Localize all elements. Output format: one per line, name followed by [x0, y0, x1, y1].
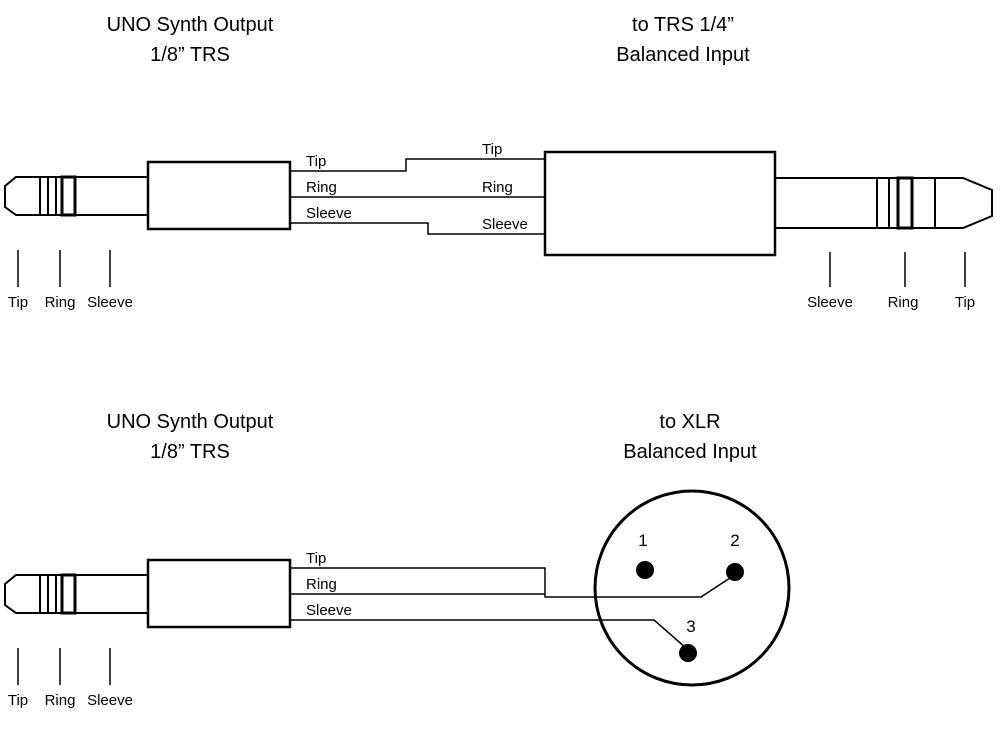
- top-diagram: UNO Synth Output 1/8” TRS to TRS 1/4” Ba…: [4, 14, 993, 311]
- quarter-plug-ring-band: [896, 176, 914, 230]
- sleeve-pin-label: Sleeve: [807, 294, 853, 311]
- top-source-wire-labels: Tip Ring Sleeve: [306, 153, 352, 222]
- top-wires: [290, 158, 545, 235]
- sleeve-pin-label: Sleeve: [87, 692, 133, 709]
- tip-wire: [290, 158, 545, 172]
- bottom-source-title: UNO Synth Output 1/8” TRS: [107, 411, 274, 463]
- bottom-source-title-line2: 1/8” TRS: [150, 441, 230, 463]
- bottom-diagram: UNO Synth Output 1/8” TRS to XLR Balance…: [4, 411, 791, 709]
- bottom-wires: [290, 567, 734, 649]
- mini-plug-insulator-band: [47, 574, 57, 614]
- top-dest-title: to TRS 1/4” Balanced Input: [616, 14, 750, 66]
- xlr-pin1-number: 1: [638, 531, 647, 550]
- xlr-pin2-number: 2: [730, 531, 739, 550]
- bottom-source-pin-callouts: Tip Ring Sleeve: [8, 648, 133, 709]
- ring-pin-label: Ring: [45, 294, 76, 311]
- top-dest-title-line1: to TRS 1/4”: [632, 14, 734, 36]
- ring-wire-label: Ring: [306, 576, 337, 593]
- top-dest-pin-callouts: Sleeve Ring Tip: [807, 252, 975, 311]
- mini-plug-tip: [4, 574, 41, 614]
- bottom-dest-title-line2: Balanced Input: [623, 441, 757, 463]
- bottom-source-title-line1: UNO Synth Output: [107, 411, 274, 433]
- tip-wire-to-pin2: [290, 567, 734, 598]
- mini-plug-ring-band: [60, 573, 77, 615]
- tip-pin-label: Tip: [8, 294, 28, 311]
- mini-trs-plug-bottom: [4, 558, 292, 629]
- tip-wire-label: Tip: [482, 141, 502, 158]
- ring-wire-label: Ring: [306, 179, 337, 196]
- top-dest-wire-labels: Tip Ring Sleeve: [482, 141, 528, 233]
- ring-pin-label: Ring: [45, 692, 76, 709]
- mini-plug-ring-band: [60, 175, 77, 217]
- sleeve-wire-label: Sleeve: [482, 216, 528, 233]
- top-source-title-line2: 1/8” TRS: [150, 44, 230, 66]
- bottom-source-wire-labels: Tip Ring Sleeve: [306, 550, 352, 619]
- mini-plug-body: [146, 160, 292, 231]
- tip-pin-label: Tip: [8, 692, 28, 709]
- mini-plug-insulator-band: [47, 176, 57, 216]
- sleeve-pin-label: Sleeve: [87, 294, 133, 311]
- quarter-plug-insulator-band: [876, 177, 890, 229]
- mini-plug-shaft: [39, 574, 149, 614]
- top-source-title: UNO Synth Output 1/8” TRS: [107, 14, 274, 66]
- quarter-trs-plug-top: [543, 150, 993, 257]
- quarter-plug-tip: [934, 177, 993, 229]
- xlr-connector-face: [593, 489, 791, 687]
- mini-plug-body: [146, 558, 292, 629]
- mini-plug-tip: [4, 176, 41, 216]
- xlr-pin1-dot: [636, 561, 654, 579]
- xlr-pin2-dot: [726, 563, 744, 581]
- bottom-dest-title: to XLR Balanced Input: [623, 411, 757, 463]
- xlr-pin3-number: 3: [686, 617, 695, 636]
- quarter-plug-body: [543, 150, 777, 257]
- tip-pin-label: Tip: [955, 294, 975, 311]
- mini-trs-plug-top: [4, 160, 292, 231]
- sleeve-wire-label: Sleeve: [306, 205, 352, 222]
- sleeve-wire-to-pin3: [290, 619, 687, 649]
- tip-wire-label: Tip: [306, 550, 326, 567]
- top-source-title-line1: UNO Synth Output: [107, 14, 274, 36]
- sleeve-wire: [290, 222, 545, 235]
- sleeve-wire-label: Sleeve: [306, 602, 352, 619]
- ring-pin-label: Ring: [888, 294, 919, 311]
- top-dest-title-line2: Balanced Input: [616, 44, 750, 66]
- ring-wire-label: Ring: [482, 179, 513, 196]
- tip-wire-label: Tip: [306, 153, 326, 170]
- xlr-pins: 1 2 3: [636, 531, 744, 662]
- top-source-pin-callouts: Tip Ring Sleeve: [8, 250, 133, 311]
- xlr-pin3-dot: [679, 644, 697, 662]
- bottom-dest-title-line1: to XLR: [659, 411, 720, 433]
